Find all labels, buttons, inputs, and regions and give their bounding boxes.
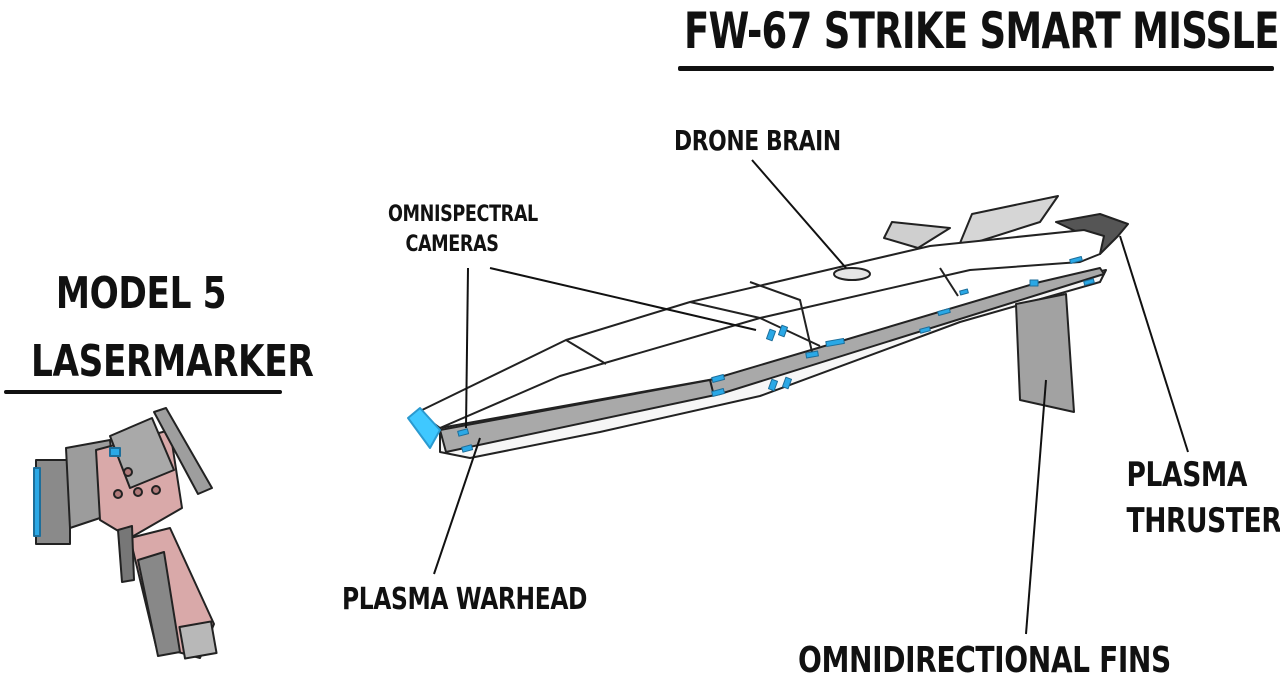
plasma-warhead-glow <box>407 407 441 449</box>
cameras-label: OMNISPECTRAL CAMERAS <box>372 200 538 260</box>
lasermarker-grip-plate <box>137 551 181 657</box>
lasermarker-trigger <box>117 525 135 583</box>
drone-brain-label: DRONE BRAIN <box>674 124 841 157</box>
cameras-label-line1: OMNISPECTRAL <box>388 202 538 227</box>
missile-top-fin <box>957 195 1059 249</box>
page-title: FW-67 STRIKE SMART MISSLE <box>684 2 1279 60</box>
lasermarker-butt <box>178 620 218 660</box>
lasermarker-emitter <box>33 467 41 537</box>
fins-leader <box>1025 379 1047 635</box>
missile-small-top-fin <box>883 221 951 249</box>
lasermarker-barrel <box>35 459 71 545</box>
drone-brain-leader <box>751 159 847 269</box>
cameras-leader-left <box>465 267 469 429</box>
title-underline <box>678 66 1274 71</box>
thruster-label-line2: THRUSTER <box>1126 501 1280 541</box>
cameras-leader-right <box>489 267 757 331</box>
thruster-leader <box>1119 235 1189 453</box>
warhead-label: PLASMA WARHEAD <box>342 582 588 617</box>
thruster-label: PLASMA THRUSTER <box>1110 452 1280 544</box>
lasermarker-heading-line1: MODEL 5 <box>55 268 227 319</box>
drone-brain-hatch <box>833 267 871 281</box>
callout-leaders <box>433 159 1189 635</box>
lasermarker-underline <box>4 390 282 394</box>
camera-lights <box>457 256 1095 453</box>
lasermarker-illustration <box>33 407 218 660</box>
warhead-leader <box>433 437 481 575</box>
lasermarker-heading: MODEL 5 LASERMARKER <box>0 260 314 396</box>
fins-label: OMNIDIRECTIONAL FINS <box>798 640 1171 681</box>
missile-illustration <box>407 195 1129 459</box>
thruster-label-line1: PLASMA <box>1126 455 1248 495</box>
lasermarker-screen <box>153 407 213 495</box>
cameras-label-line2: CAMERAS <box>405 232 499 257</box>
missile-rear-fin <box>1015 293 1075 413</box>
